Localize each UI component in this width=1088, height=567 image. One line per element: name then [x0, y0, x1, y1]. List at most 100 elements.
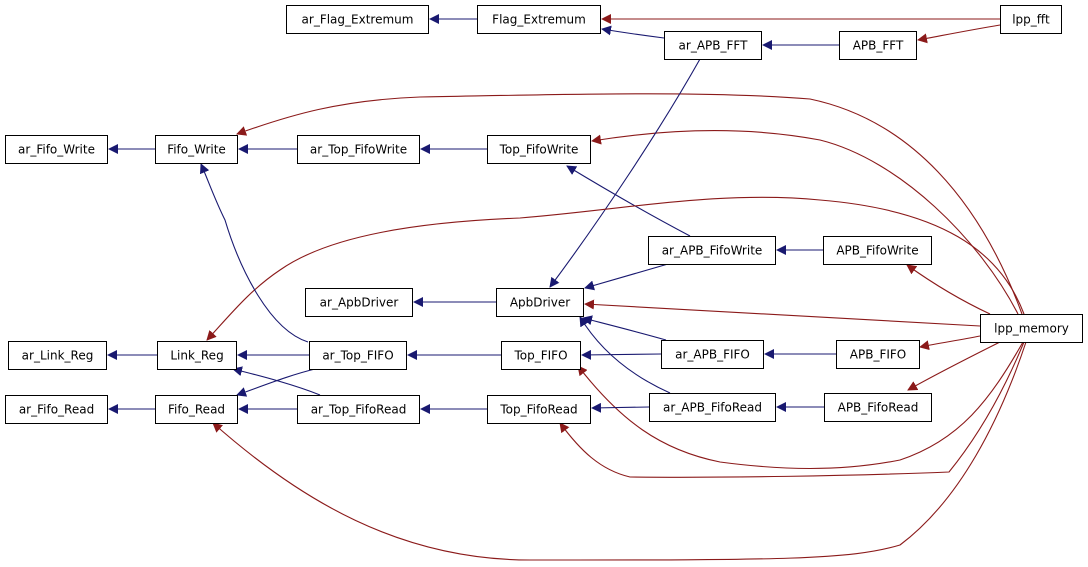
node-box[interactable] [980, 314, 1083, 343]
node-box[interactable] [155, 135, 238, 164]
edge-lpp_memory-to-Top_FifoRead [559, 341, 1025, 478]
edge-ar_APB_FFT-to-ApbDriver [549, 58, 701, 288]
node-box[interactable] [309, 341, 407, 370]
node-box[interactable] [297, 135, 420, 164]
node-Top_FifoRead[interactable]: Top_FifoRead [487, 395, 591, 424]
node-ApbDriver[interactable]: ApbDriver [496, 288, 584, 317]
edge-ar_Top_FIFO-to-Fifo_Write [200, 163, 309, 343]
nodes-layer: ar_Flag_Extremum Flag_Extremum lpp_fft ar_A… [5, 5, 1083, 424]
edge-ar_APB_FFT-to-Flag_Extremum [601, 25, 665, 39]
node-ar_Fifo_Read[interactable]: ar_Fifo_Read [5, 395, 108, 424]
node-Flag_Extremum[interactable]: Flag_Extremum [477, 5, 601, 34]
edge-ar_APB_FifoWrite-to-Top_FifoWrite [566, 165, 691, 237]
node-ar_Fifo_Write[interactable]: ar_Fifo_Write [5, 135, 108, 164]
node-box[interactable] [661, 340, 764, 369]
node-label: ar_APB_FFT [679, 39, 749, 53]
node-box[interactable] [286, 5, 429, 34]
node-ar_APB_FIFO[interactable]: ar_APB_FIFO [661, 340, 764, 369]
node-box[interactable] [839, 31, 917, 60]
edge-ar_APB_FifoWrite-to-ApbDriver [584, 263, 669, 291]
node-label: ar_APB_FifoRead [663, 401, 762, 415]
node-label: lpp_fft [1012, 13, 1050, 27]
edge-lpp_memory-to-APB_FifoRead [907, 341, 1001, 391]
edge-ar_APB_FIFO-to-ApbDriver [582, 315, 667, 341]
node-Link_Reg[interactable]: Link_Reg [157, 341, 237, 370]
node-label: APB_FifoWrite [836, 244, 918, 258]
node-label: ApbDriver [510, 296, 570, 310]
node-label: ar_Top_FIFO [322, 349, 393, 363]
node-label: Fifo_Read [168, 403, 225, 417]
node-label: ar_APB_FifoWrite [662, 244, 763, 258]
node-APB_FIFO[interactable]: APB_FIFO [836, 340, 920, 369]
node-Top_FIFO[interactable]: Top_FIFO [501, 341, 581, 370]
edge-lpp_memory-to-Link_Reg [206, 196, 1025, 341]
node-ar_Top_FifoRead[interactable]: ar_Top_FifoRead [297, 395, 420, 424]
node-box[interactable] [648, 236, 776, 265]
node-label: Top_FifoRead [499, 403, 577, 417]
node-box[interactable] [157, 341, 237, 370]
node-label: ar_Link_Reg [22, 349, 94, 363]
node-label: ar_Fifo_Write [18, 143, 95, 157]
node-ar_APB_FifoWrite[interactable]: ar_APB_FifoWrite [648, 236, 776, 265]
edge-lpp_memory-to-Fifo_Read [212, 341, 1027, 561]
node-label: Flag_Extremum [492, 13, 586, 27]
node-Fifo_Write[interactable]: Fifo_Write [155, 135, 238, 164]
node-Top_FifoWrite[interactable]: Top_FifoWrite [487, 135, 591, 164]
node-ar_Flag_Extremum[interactable]: ar_Flag_Extremum [286, 5, 429, 34]
node-box[interactable] [477, 5, 601, 34]
node-box[interactable] [496, 288, 584, 317]
node-lpp_memory[interactable]: lpp_memory [980, 314, 1083, 343]
edge-lpp_memory-to-Fifo_Write [236, 93, 1023, 315]
node-box[interactable] [487, 135, 591, 164]
node-Fifo_Read[interactable]: Fifo_Read [155, 395, 238, 424]
node-box[interactable] [5, 395, 108, 424]
node-ar_Link_Reg[interactable]: ar_Link_Reg [8, 341, 107, 370]
node-label: ar_ApbDriver [320, 296, 399, 310]
node-label: lpp_memory [994, 322, 1069, 336]
node-box[interactable] [649, 393, 776, 422]
edge-lpp_fft-to-APB_FFT [917, 24, 1001, 44]
node-label: APB_FifoRead [838, 401, 919, 415]
node-box[interactable] [836, 340, 920, 369]
node-box[interactable] [823, 236, 932, 265]
node-APB_FFT[interactable]: APB_FFT [839, 31, 917, 60]
node-label: ar_Fifo_Read [19, 403, 94, 417]
node-label: APB_FIFO [850, 348, 906, 362]
node-label: Top_FifoWrite [499, 143, 579, 157]
node-box[interactable] [8, 341, 107, 370]
edge-ar_Top_FifoRead-to-Link_Reg [232, 366, 321, 396]
node-lpp_fft[interactable]: lpp_fft [1000, 5, 1062, 34]
edge-lpp_memory-to-ApbDriver [584, 299, 981, 327]
node-APB_FifoRead[interactable]: APB_FifoRead [824, 393, 932, 422]
node-ar_Top_FIFO[interactable]: ar_Top_FIFO [309, 341, 407, 370]
edge-lpp_memory-to-Top_FifoWrite [591, 130, 1019, 315]
edge-ar_APB_FifoRead-to-Top_FifoRead [591, 402, 650, 413]
node-box[interactable] [5, 135, 108, 164]
node-box[interactable] [305, 288, 413, 317]
node-box[interactable] [824, 393, 932, 422]
edge-lpp_memory-to-Top_FIFO [577, 341, 1024, 470]
node-ar_APB_FifoRead[interactable]: ar_APB_FifoRead [649, 393, 776, 422]
node-ar_APB_FFT[interactable]: ar_APB_FFT [664, 31, 762, 60]
node-ar_ApbDriver[interactable]: ar_ApbDriver [305, 288, 413, 317]
node-box[interactable] [487, 395, 591, 424]
node-box[interactable] [1000, 5, 1062, 34]
node-box[interactable] [501, 341, 581, 370]
node-label: ar_Flag_Extremum [302, 13, 414, 27]
edge-lpp_memory-to-APB_FifoWrite [906, 264, 991, 315]
node-label: ar_APB_FIFO [675, 348, 750, 362]
node-box[interactable] [664, 31, 762, 60]
node-box[interactable] [155, 395, 238, 424]
node-label: ar_Top_FifoRead [311, 403, 407, 417]
node-label: ar_Top_FifoWrite [310, 143, 407, 157]
node-label: Fifo_Write [167, 143, 226, 157]
edge-lpp_memory-to-APB_FIFO [919, 335, 981, 351]
node-APB_FifoWrite[interactable]: APB_FifoWrite [823, 236, 932, 265]
node-label: Link_Reg [170, 349, 223, 363]
node-label: APB_FFT [853, 39, 904, 53]
edge-ar_APB_FifoRead-to-ApbDriver [579, 316, 671, 394]
node-ar_Top_FifoWrite[interactable]: ar_Top_FifoWrite [297, 135, 420, 164]
edge-ar_APB_FIFO-to-Top_FIFO [581, 349, 662, 360]
node-box[interactable] [297, 395, 420, 424]
